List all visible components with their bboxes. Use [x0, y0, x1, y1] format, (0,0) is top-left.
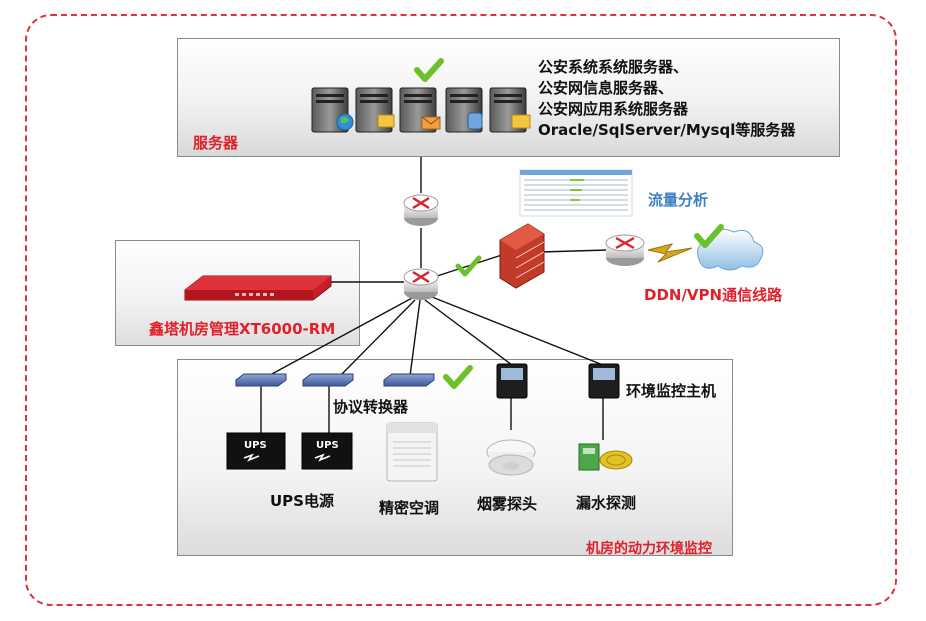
xt6000-device-icon: [184, 275, 332, 301]
env-monitor-zone: [177, 359, 733, 556]
protocol-converter-label: 协议转换器: [333, 398, 409, 416]
outer-frame: [25, 14, 897, 606]
smoke-detector-icon: [486, 439, 536, 476]
env-host-label: 环境监控主机: [626, 382, 717, 400]
router-icon: [403, 194, 439, 226]
lightning-icon: [647, 243, 693, 263]
traffic-analysis-label: 流量分析: [648, 191, 709, 209]
core-router-icon: [403, 268, 439, 300]
smoke-label: 烟雾探头: [477, 495, 538, 513]
connection-lines: [260, 157, 609, 440]
server-line: 公安系统系统服务器、: [538, 58, 689, 76]
env-terminal-icon: [496, 363, 620, 399]
device-label: 鑫塔机房管理XT6000-RM: [149, 320, 336, 338]
traffic-report-icon: [519, 169, 633, 217]
cloud-icon: [697, 228, 764, 271]
ups-label: UPS电源: [270, 492, 334, 510]
server-line: 公安网信息服务器、: [538, 79, 674, 97]
cloud-check-icon: [694, 224, 724, 248]
firewall-check-icon: [455, 255, 482, 277]
protocol-converter-icon: [235, 373, 435, 387]
ac-label: 精密空调: [379, 499, 440, 517]
server-list: 公安系统系统服务器、 公安网信息服务器、 公安网应用系统服务器 Oracle/S…: [538, 57, 795, 141]
precision-ac-icon: [386, 422, 438, 482]
server-zone: [177, 38, 840, 157]
leak-label: 漏水探测: [576, 494, 637, 512]
server-line: 公安网应用系统服务器: [538, 100, 689, 118]
ups-badge-1: UPS: [244, 440, 267, 451]
server-zone-label: 服务器: [193, 134, 239, 152]
server-line: Oracle/SqlServer/Mysql等服务器: [538, 121, 796, 139]
server-rack-icon: [311, 87, 531, 133]
line-label: DDN/VPN通信线路: [644, 286, 783, 304]
converter-check-icon: [443, 365, 473, 389]
ups-badge-2: UPS: [316, 440, 339, 451]
check-mark-icon: [414, 58, 444, 82]
leak-detector-icon: [578, 443, 633, 471]
firewall-icon: [499, 223, 545, 289]
edge-router-icon: [605, 234, 645, 266]
ups-unit-icon: [226, 432, 353, 470]
env-zone-label: 机房的动力环境监控: [586, 541, 712, 557]
